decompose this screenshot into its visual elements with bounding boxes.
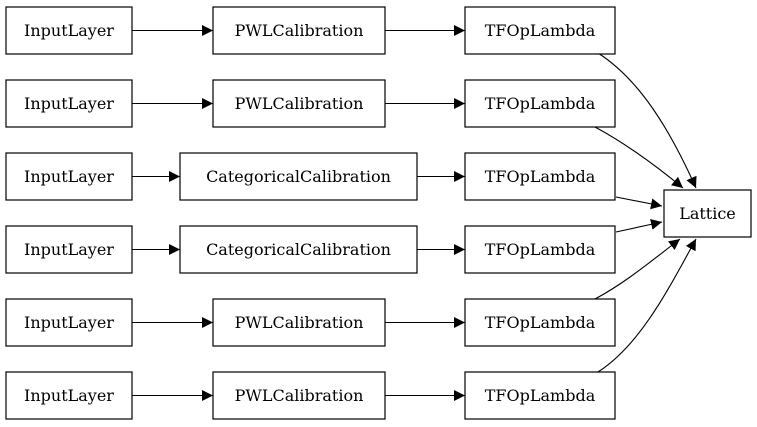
input-layer-node: InputLayer — [5, 79, 133, 128]
input-layer-node: InputLayer — [5, 298, 133, 347]
node-label: InputLayer — [24, 313, 114, 332]
input-layer-node: InputLayer — [5, 371, 133, 420]
lattice-node: Lattice — [663, 189, 752, 238]
edge-arrow — [594, 126, 684, 189]
edge-arrow — [615, 218, 663, 233]
edge-arrow — [597, 52, 697, 189]
tfoplambda-node: TFOpLambda — [464, 225, 616, 274]
input-layer-node: InputLayer — [5, 152, 133, 201]
node-box — [464, 298, 616, 347]
calibration-node: CategoricalCalibration — [179, 225, 418, 274]
node-box — [464, 225, 616, 274]
calibration-node: PWLCalibration — [212, 6, 386, 55]
node-box — [5, 6, 133, 55]
tfoplambda-node: TFOpLambda — [464, 371, 616, 420]
node-box — [212, 371, 386, 420]
node-box — [5, 79, 133, 128]
node-box — [5, 298, 133, 347]
edge-arrow — [615, 196, 663, 210]
node-box — [212, 298, 386, 347]
tfoplambda-node: TFOpLambda — [464, 6, 616, 55]
node-label: PWLCalibration — [235, 313, 364, 332]
tfoplambda-node: TFOpLambda — [464, 152, 616, 201]
node-label: TFOpLambda — [485, 386, 596, 405]
node-box — [663, 189, 752, 238]
node-box — [464, 6, 616, 55]
node-label: PWLCalibration — [235, 386, 364, 405]
node-label: Lattice — [679, 204, 736, 223]
node-label: TFOpLambda — [485, 240, 596, 259]
node-box — [464, 152, 616, 201]
calibration-node: PWLCalibration — [212, 371, 386, 420]
node-label: TFOpLambda — [485, 167, 596, 186]
node-label: TFOpLambda — [485, 313, 596, 332]
node-label: CategoricalCalibration — [206, 240, 391, 259]
node-box — [5, 225, 133, 274]
node-label: InputLayer — [24, 21, 114, 40]
node-label: InputLayer — [24, 94, 114, 113]
node-box — [179, 225, 418, 274]
node-box — [212, 6, 386, 55]
node-box — [5, 152, 133, 201]
tfoplambda-node: TFOpLambda — [464, 79, 616, 128]
node-label: InputLayer — [24, 240, 114, 259]
input-layer-node: InputLayer — [5, 6, 133, 55]
calibration-node: PWLCalibration — [212, 298, 386, 347]
node-box — [464, 371, 616, 420]
node-label: InputLayer — [24, 386, 114, 405]
edge-arrow — [594, 238, 681, 300]
node-label: InputLayer — [24, 167, 114, 186]
node-box — [464, 79, 616, 128]
node-label: TFOpLambda — [485, 21, 596, 40]
node-label: PWLCalibration — [235, 21, 364, 40]
calibration-node: CategoricalCalibration — [179, 152, 418, 201]
node-box — [179, 152, 418, 201]
node-label: PWLCalibration — [235, 94, 364, 113]
calibration-node: PWLCalibration — [212, 79, 386, 128]
tfoplambda-node: TFOpLambda — [464, 298, 616, 347]
node-box — [212, 79, 386, 128]
node-label: CategoricalCalibration — [206, 167, 391, 186]
edge-arrow — [597, 238, 697, 373]
input-layer-node: InputLayer — [5, 225, 133, 274]
node-label: TFOpLambda — [485, 94, 596, 113]
node-box — [5, 371, 133, 420]
